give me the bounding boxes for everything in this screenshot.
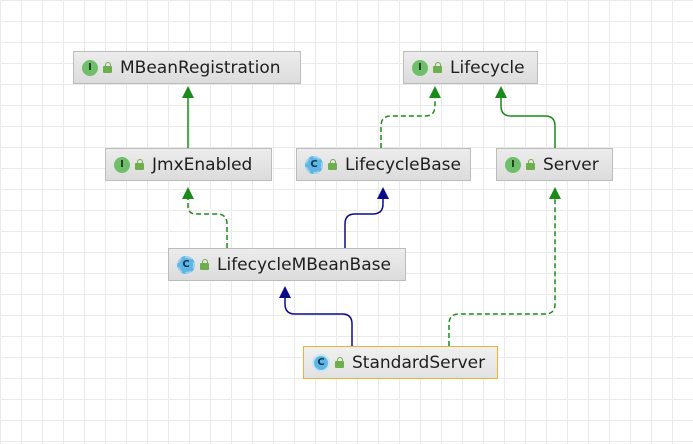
node-lifecycle[interactable]: I Lifecycle [403,51,538,84]
arrowhead-server [549,187,561,199]
arrowhead-lifecycle-right [495,86,507,98]
node-label: MBeanRegistration [120,57,281,78]
interface-icon: I [505,156,521,173]
arrowhead-mbeanregistration [182,86,194,98]
node-standardserver[interactable]: C StandardServer [303,346,498,379]
edge-standardserver-lifecyclembeanbase [284,296,353,346]
public-lock-icon [103,62,112,73]
arrowhead-lifecycle-left [429,86,441,98]
edge-lifecyclembeanbase-jmxenabled [187,197,228,248]
edge-lifecyclebase-lifecycle [380,96,436,148]
public-lock-icon [335,357,344,368]
node-lifecyclembeanbase[interactable]: C LifecycleMBeanBase [168,248,406,281]
public-lock-icon [200,259,209,270]
arrowhead-lifecyclebase [377,187,389,199]
node-label: Server [543,154,599,175]
public-lock-icon [526,159,535,170]
node-label: JmxEnabled [152,154,253,175]
public-lock-icon [433,62,442,73]
public-lock-icon [135,159,144,170]
interface-icon: I [114,156,130,173]
node-lifecyclebase[interactable]: C LifecycleBase [296,148,471,181]
node-label: LifecycleBase [345,154,461,175]
abstract-class-icon: C [177,255,195,274]
node-server[interactable]: I Server [496,148,613,181]
abstract-class-icon: C [305,155,323,174]
class-icon: C [312,353,330,372]
arrowhead-jmxenabled [182,187,194,199]
node-jmxenabled[interactable]: I JmxEnabled [105,148,272,181]
node-mbeanregistration[interactable]: I MBeanRegistration [73,51,301,84]
edge-lifecyclembeanbase-lifecyclebase [344,197,384,248]
interface-icon: I [82,59,98,76]
arrowhead-lifecyclembeanbase [279,286,291,298]
node-label: LifecycleMBeanBase [217,254,391,275]
edge-standardserver-server [448,197,556,346]
edge-server-lifecycle [500,96,556,148]
interface-icon: I [412,59,428,76]
node-label: StandardServer [352,352,486,373]
node-label: Lifecycle [450,57,525,78]
public-lock-icon [328,159,337,170]
